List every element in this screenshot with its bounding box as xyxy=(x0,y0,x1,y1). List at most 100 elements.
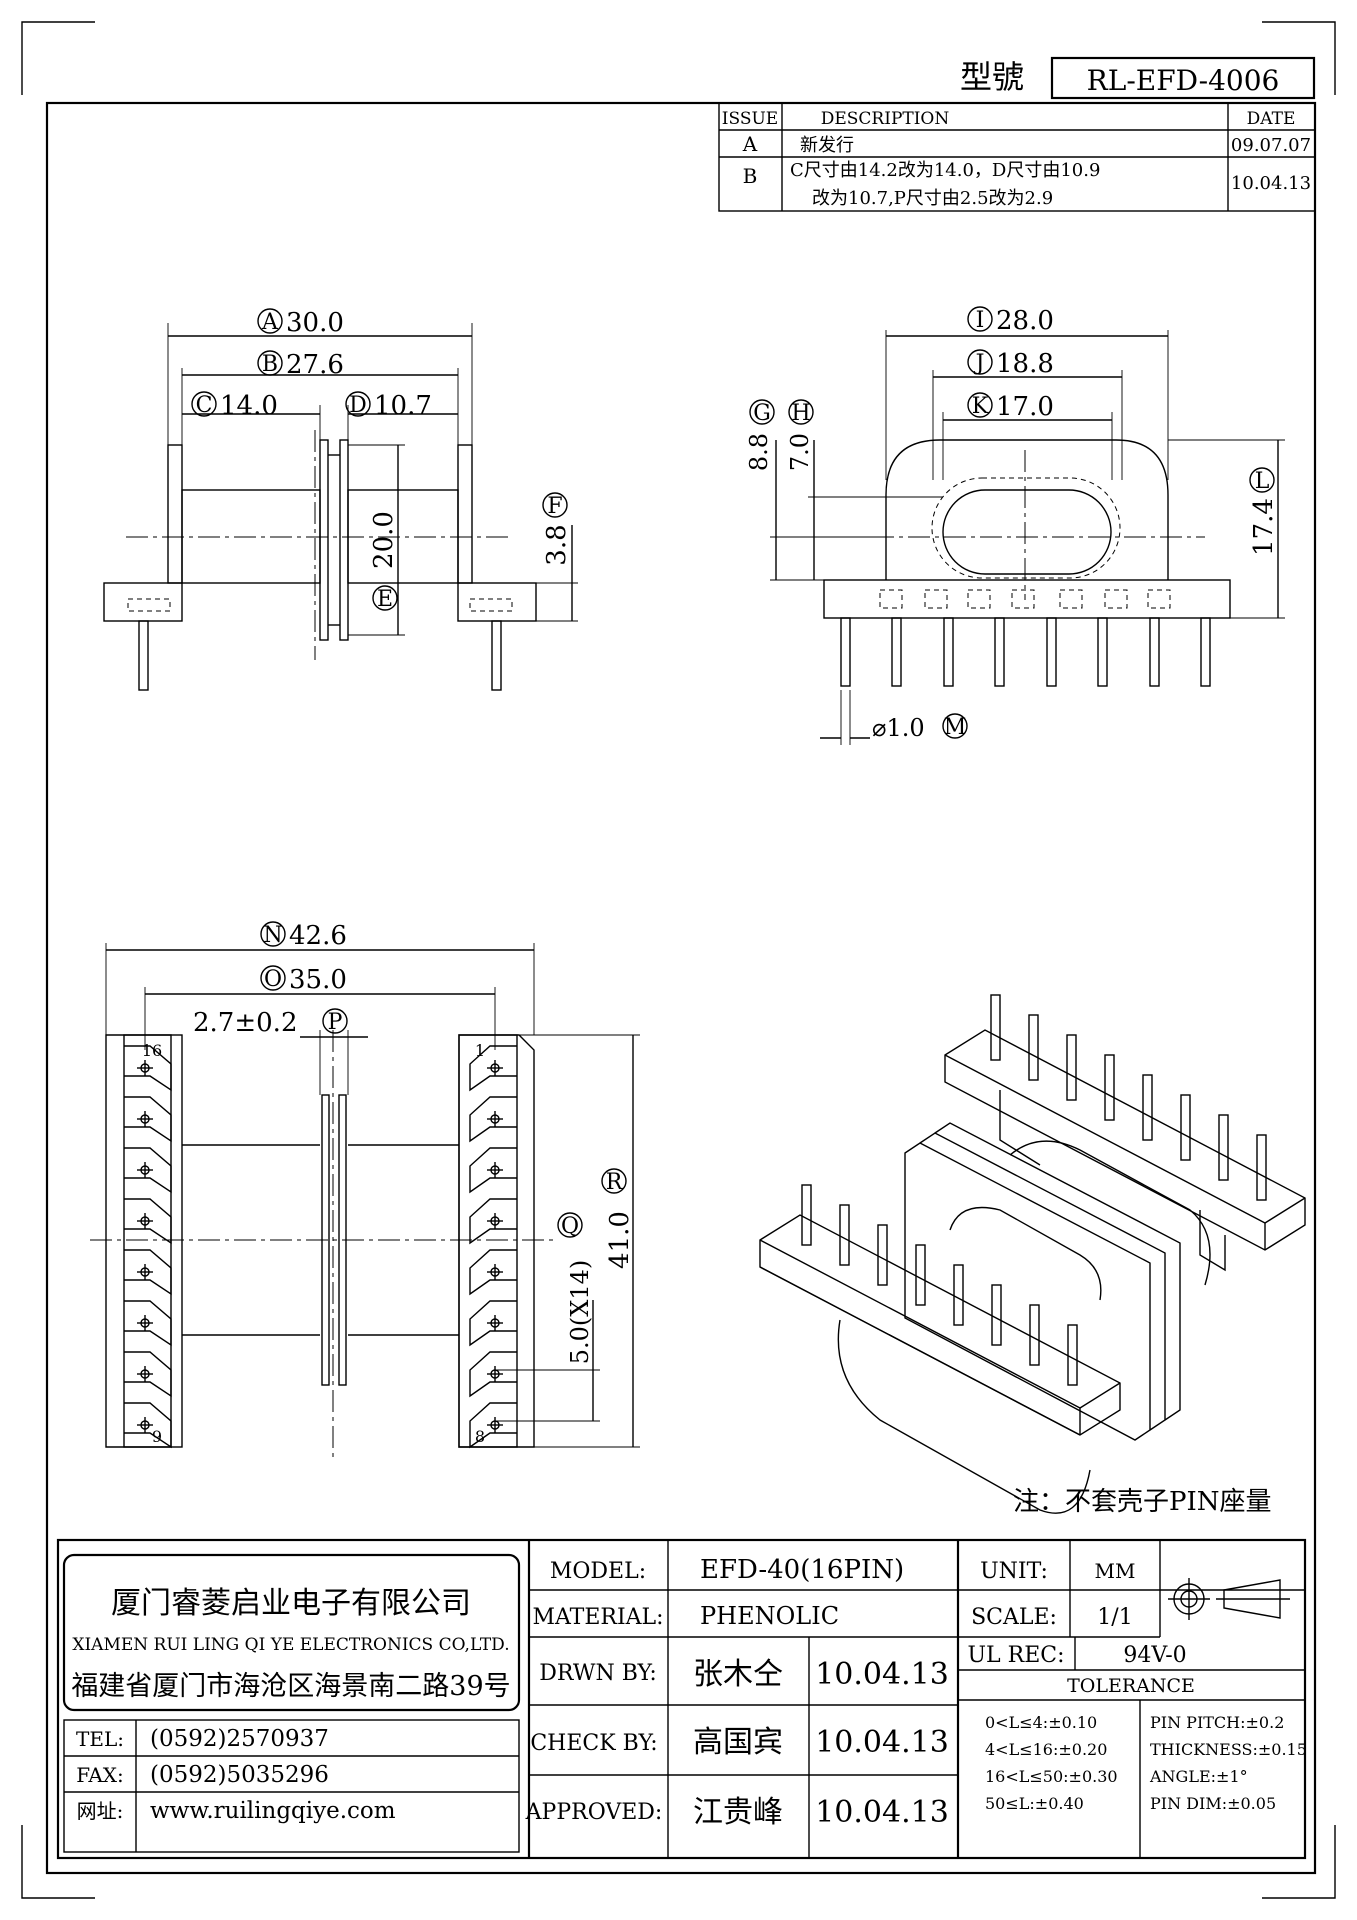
iso-pin xyxy=(953,1264,964,1326)
web-value: www.ruilingqiye.com xyxy=(150,1798,396,1824)
unit-label: UNIT: xyxy=(980,1559,1048,1584)
label-n: N xyxy=(263,923,282,948)
dim-g-value: 8.8 xyxy=(745,433,773,471)
check-by-name: 高国宾 xyxy=(693,1725,783,1760)
ul-label: UL REC: xyxy=(967,1643,1064,1668)
fax-value: (0592)5035296 xyxy=(150,1762,329,1788)
iso-pin xyxy=(1067,1324,1078,1386)
label-i: I xyxy=(976,308,985,333)
model-label: 型號 xyxy=(960,58,1024,96)
company-name-en: XIAMEN RUI LING QI YE ELECTRONICS CO,LTD… xyxy=(72,1635,509,1655)
right-pin-slots xyxy=(469,1045,517,1449)
material-field-value: PHENOLIC xyxy=(700,1602,839,1630)
dim-f-value: 3.8 xyxy=(542,524,572,565)
label-g: G xyxy=(753,401,771,426)
tolerance-4: 50≤L:±0.40 xyxy=(985,1794,1084,1813)
label-p: P xyxy=(328,1010,343,1035)
dim-q-value: 5.0(X14) xyxy=(566,1260,594,1365)
scale-value: 1/1 xyxy=(1097,1605,1132,1630)
isometric-pins xyxy=(801,994,1267,1386)
iso-pin xyxy=(1180,1094,1191,1161)
label-j: J xyxy=(974,351,985,376)
check-by-label: CHECK BY: xyxy=(530,1731,657,1756)
front-view: I 28.0 J 18.8 K 17.0 xyxy=(745,306,1285,745)
rev-b-description-line1: C尺寸由14.2改为14.0，D尺寸由10.9 xyxy=(790,160,1100,181)
iso-pin xyxy=(1066,1034,1077,1101)
rev-a-date: 09.07.07 xyxy=(1231,135,1311,156)
dim-k-value: 17.0 xyxy=(996,392,1054,422)
tolerance-2: 4<L≤16:±0.20 xyxy=(985,1740,1107,1759)
model-code: RL-EFD-4006 xyxy=(1087,64,1280,97)
dim-o-value: 35.0 xyxy=(289,965,347,995)
left-pin-slots xyxy=(124,1045,172,1449)
model-field-label: MODEL: xyxy=(550,1559,646,1584)
approved-label: APPROVED: xyxy=(525,1800,663,1825)
iso-pin xyxy=(915,1244,926,1306)
dim-n-value: 42.6 xyxy=(289,921,347,951)
iso-pin xyxy=(991,1284,1002,1346)
side-view: A 30.0 B 27.6 C 14.0 D 10.7 xyxy=(103,308,578,691)
label-r: R xyxy=(606,1170,624,1195)
label-k: K xyxy=(972,394,989,419)
rev-b-description-line2: 改为10.7,P尺寸由2.5改为2.9 xyxy=(812,188,1053,209)
rev-a-description: 新发行 xyxy=(800,135,854,156)
pin-number-1: 1 xyxy=(475,1041,485,1060)
label-q: Q xyxy=(561,1214,579,1239)
dim-p-value: 2.7±0.2 xyxy=(193,1008,297,1038)
check-by-date: 10.04.13 xyxy=(815,1725,949,1760)
bottom-view: N 42.6 O 35.0 2.7±0.2 P 16 1 9 8 xyxy=(90,921,640,1460)
dim-l-value: 17.4 xyxy=(1249,498,1279,556)
iso-pin xyxy=(1029,1304,1040,1366)
drawing-border xyxy=(45,101,1317,1875)
revision-table: ISSUE DESCRIPTION DATE A 新发行 09.07.07 B … xyxy=(718,102,1316,212)
approved-date: 10.04.13 xyxy=(815,1795,949,1830)
iso-pin xyxy=(1142,1074,1153,1141)
label-a: A xyxy=(261,310,279,335)
note-text: 注：不套壳子PIN座量 xyxy=(1013,1487,1272,1517)
tolerance-title: TOLERANCE xyxy=(1067,1675,1195,1697)
dim-a-value: 30.0 xyxy=(286,308,344,338)
dim-j-value: 18.8 xyxy=(996,349,1054,379)
company-address: 福建省厦门市海沧区海景南二路39号 xyxy=(71,1671,510,1702)
dim-d-value: 10.7 xyxy=(374,391,432,421)
header-model: 型號 RL-EFD-4006 xyxy=(960,56,1316,100)
rev-b-date: 10.04.13 xyxy=(1231,173,1311,194)
iso-pin xyxy=(839,1204,850,1266)
iso-pin xyxy=(877,1224,888,1286)
rev-a-issue: A xyxy=(742,132,758,156)
sheet-corner-marks xyxy=(21,21,1336,1899)
label-m: M xyxy=(944,715,967,740)
projection-symbol-icon xyxy=(1168,1578,1290,1620)
web-label: 网址: xyxy=(77,1799,124,1823)
iso-pin xyxy=(1104,1054,1115,1121)
tel-value: (0592)2570937 xyxy=(150,1726,329,1752)
fax-label: FAX: xyxy=(76,1763,124,1787)
pin-number-9: 9 xyxy=(152,1427,162,1446)
isometric-view xyxy=(759,1029,1306,1514)
dim-i-value: 28.0 xyxy=(996,306,1054,336)
label-h: H xyxy=(791,401,810,426)
material-field-label: MATERIAL: xyxy=(532,1605,663,1630)
model-field-value: EFD-40(16PIN) xyxy=(700,1555,904,1585)
pin-number-16: 16 xyxy=(142,1041,162,1060)
dim-c-value: 14.0 xyxy=(220,391,278,421)
ul-value: 94V-0 xyxy=(1123,1643,1186,1668)
rev-head-description: DESCRIPTION xyxy=(821,109,950,129)
dim-m-value: ⌀1.0 xyxy=(872,714,925,742)
tolerance-3: 16<L≤50:±0.30 xyxy=(985,1767,1118,1786)
drawn-by-name: 张木仝 xyxy=(693,1657,783,1692)
pin-number-8: 8 xyxy=(475,1427,485,1446)
dim-b-value: 27.6 xyxy=(286,350,344,380)
dim-r-value: 41.0 xyxy=(605,1211,635,1269)
tel-label: TEL: xyxy=(76,1727,124,1751)
drawn-by-date: 10.04.13 xyxy=(815,1657,949,1692)
dim-e-value: 20.0 xyxy=(369,511,399,569)
iso-pin xyxy=(1218,1114,1229,1181)
label-l: L xyxy=(1255,469,1270,494)
label-e: E xyxy=(377,587,393,612)
iso-pin xyxy=(801,1184,812,1246)
label-o: O xyxy=(264,967,282,992)
drawn-by-label: DRWN BY: xyxy=(539,1661,657,1686)
tolerance-thickness: THICKNESS:±0.15 xyxy=(1150,1740,1307,1759)
label-f: F xyxy=(547,494,562,519)
